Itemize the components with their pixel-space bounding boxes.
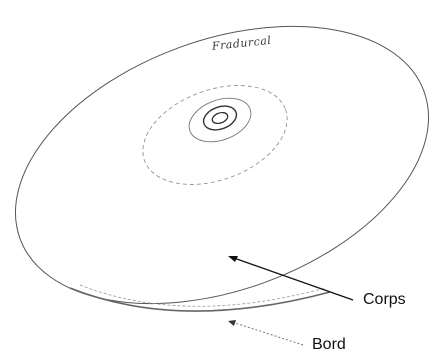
corps-label: Corps (363, 291, 406, 308)
bord-pointer-line (231, 321, 304, 346)
disc-hub-outer (202, 105, 238, 131)
bord-label: Bord (312, 336, 346, 353)
disc-clamp-ring (188, 97, 252, 143)
corps-pointer-line (233, 257, 354, 301)
disc-rim-inner (79, 284, 326, 307)
bord-pointer-arrowhead (228, 320, 236, 326)
disc-rim (69, 287, 331, 312)
disc-center-hole (211, 111, 229, 125)
corps-pointer-arrowhead (228, 256, 238, 262)
disc-data-ring (142, 85, 288, 185)
